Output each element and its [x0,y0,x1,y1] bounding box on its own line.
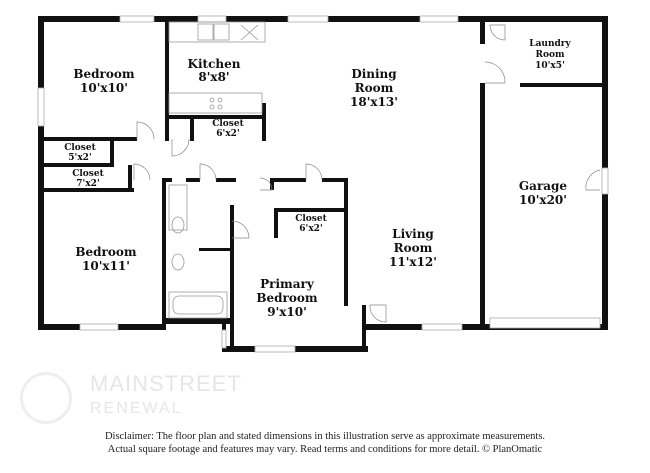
closet-a-dims: 5'x2' [68,153,91,163]
closet-primary-name: Closet [295,214,327,224]
disclaimer-line1: Disclaimer: The floor plan and stated di… [104,431,546,442]
laundry-name2: Room [535,50,564,60]
disclaimer: Disclaimer: The floor plan and stated di… [0,430,650,456]
primary-name2: Bedroom [256,291,317,305]
primary-name: Primary [260,277,315,291]
laundry-dims: 10'x5' [535,61,565,71]
kitchen-dims: 8'x8' [198,70,229,84]
watermark-logo: MAINSTREET RENEWAL [20,370,241,426]
closet-b-name: Closet [72,169,104,179]
primary-dims: 9'x10' [267,305,307,319]
fixtures [168,21,266,319]
kitchen-name: Kitchen [188,57,241,71]
dining-dims: 18'x13' [350,95,398,109]
laundry-name: Laundry [529,39,571,49]
watermark-sub: RENEWAL [90,400,183,417]
garage-name: Garage [519,179,568,193]
closet-kitchen-dims: 6'x2' [216,129,239,139]
dining-name2: Room [355,81,394,95]
closet-a-name: Closet [64,143,96,153]
doors [133,24,601,323]
windows [37,15,609,353]
watermark-brand: MAINSTREET [90,371,242,396]
living-name: Living [392,227,434,241]
logo-ring-icon [20,372,72,424]
closet-primary-dims: 6'x2' [299,224,322,234]
bedroom1-name: Bedroom [73,67,134,81]
bedroom1-dims: 10'x10' [80,81,128,95]
garage-dims: 10'x20' [519,193,567,207]
bedroom2-dims: 10'x11' [82,259,130,273]
dining-name: Dining [351,67,397,81]
closet-kitchen-name: Closet [212,119,244,129]
disclaimer-line2: Actual square footage and features may v… [107,444,543,455]
bedroom2-name: Bedroom [75,245,136,259]
living-name2: Room [394,241,433,255]
room-labels: Bedroom 10'x10' Kitchen 8'x8' Dining Roo… [64,39,571,319]
closet-b-dims: 7'x2' [76,179,99,189]
living-dims: 11'x12' [389,255,437,269]
